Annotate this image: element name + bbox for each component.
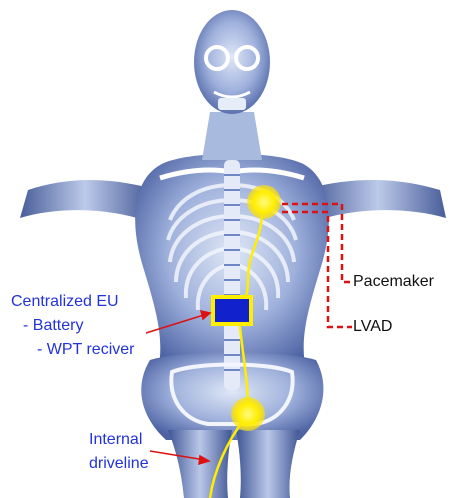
pacemaker-label: Pacemaker [353,272,434,292]
wpt-receiver-label: - WPT reciver [37,340,134,360]
driveline-label: driveline [89,454,149,474]
pelvic-device [231,397,265,431]
spine [224,160,240,390]
lvad-label: LVAD [353,317,392,337]
centralized-eu-label: Centralized EU [11,292,119,312]
centralized-eu-block [213,297,251,324]
pacemaker-lvad-device [247,185,281,219]
internal-label: Internal [89,430,142,450]
battery-label: - Battery [23,316,83,336]
